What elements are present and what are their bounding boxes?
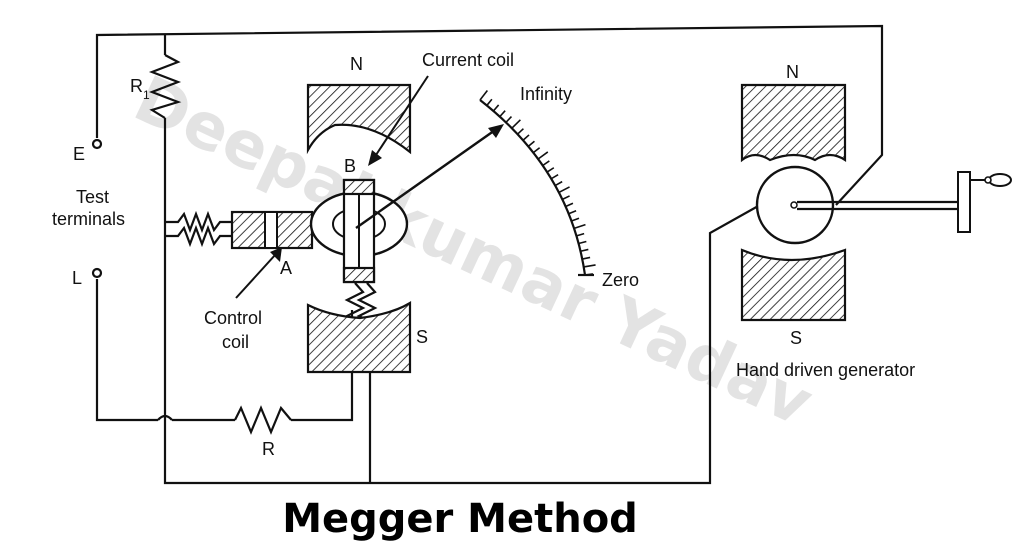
generator-armature	[755, 165, 960, 245]
meter-scale	[479, 90, 596, 276]
scale-tick	[565, 202, 574, 208]
label-resistor-r: R	[262, 439, 275, 459]
label-coil-a: A	[280, 258, 292, 278]
scale-tick	[558, 186, 570, 194]
label-magnet-s-left: S	[416, 327, 428, 347]
current-coil-arrow	[368, 75, 429, 166]
scale-tick	[537, 151, 549, 160]
label-control-coil-1: Control	[204, 308, 262, 328]
scale-tick	[562, 195, 570, 201]
label-zero: Zero	[602, 270, 639, 290]
scale-tick	[578, 240, 587, 245]
page-title: Megger Method	[282, 496, 638, 542]
label-terminal-l: L	[72, 268, 82, 288]
scale-tick	[580, 248, 589, 253]
label-test-terminals-2: terminals	[52, 209, 125, 229]
scale-tick	[505, 116, 513, 123]
scale-tick	[550, 173, 559, 180]
label-current-coil: Current coil	[422, 50, 514, 70]
circuit-wires	[91, 24, 884, 485]
scale-tick	[527, 140, 535, 148]
label-infinity: Infinity	[520, 84, 572, 104]
scale-tick	[516, 128, 524, 135]
label-test-terminals-1: Test	[76, 187, 109, 207]
scale-tick	[583, 264, 596, 268]
label-coil-b: B	[344, 156, 356, 176]
label-magnet-n-left: N	[350, 54, 363, 74]
scale-tick	[479, 90, 488, 101]
scale-tick	[571, 217, 580, 222]
generator-handle	[957, 171, 1012, 233]
label-magnet-n-right: N	[786, 62, 799, 82]
scale-tick	[576, 232, 585, 237]
scale-tick	[542, 160, 550, 167]
pointer	[355, 124, 504, 229]
scale-tick	[499, 110, 506, 118]
watermark: Deepakkumar Yadav	[123, 62, 823, 441]
scale-tick	[511, 119, 521, 129]
label-control-coil-2: coil	[222, 332, 249, 352]
scale-tick	[582, 256, 591, 260]
scale-tick	[554, 180, 563, 187]
label-r1: R	[130, 76, 143, 96]
scale-tick	[522, 134, 530, 141]
scale-tick	[573, 223, 586, 230]
scale-tick	[546, 167, 555, 173]
left-magnet-north	[306, 83, 412, 155]
scale-tick	[486, 98, 493, 106]
left-magnet-south	[306, 301, 412, 374]
label-generator: Hand driven generator	[736, 360, 915, 380]
generator-magnet-north	[740, 83, 847, 163]
label-magnet-s-right: S	[790, 328, 802, 348]
current-coil-b	[342, 178, 376, 284]
scale-tick	[532, 147, 541, 154]
generator-magnet-south	[740, 248, 847, 322]
control-coil-arrow	[235, 247, 282, 299]
label-terminal-e: E	[73, 144, 85, 164]
label-r1-subscript: 1	[143, 88, 150, 102]
scale-tick	[568, 209, 577, 215]
control-coil-a	[230, 210, 314, 250]
scale-tick	[492, 104, 500, 112]
